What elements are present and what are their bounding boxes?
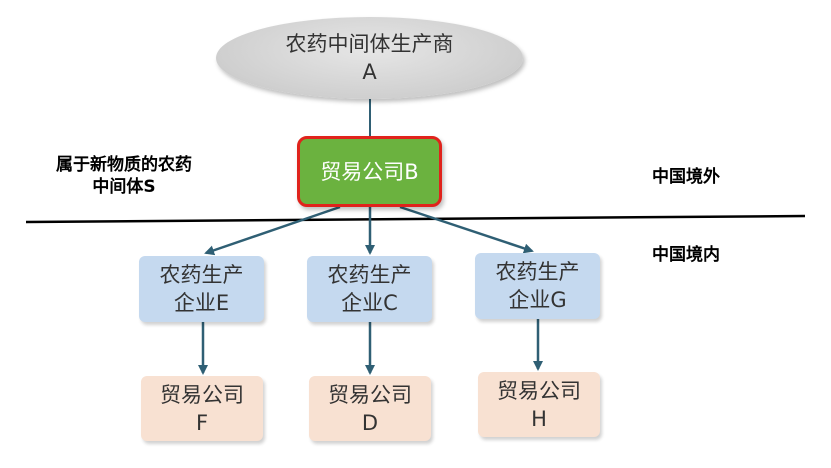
trader-h-line2: H <box>531 406 547 431</box>
intermediate-producer-a-node: 农药中间体生产商 A <box>216 17 523 99</box>
region-outside-china-label: 中国境外 <box>652 167 720 187</box>
trader-f-line1: 贸易公司 <box>160 382 244 407</box>
intermediate-s-line2: 中间体S <box>92 177 156 197</box>
arrow-b-to-e <box>204 205 341 256</box>
trader-h-node: 贸易公司 H <box>478 372 600 437</box>
intermediate-s-label: 属于新物质的农药 中间体S <box>24 154 224 198</box>
trader-d-node: 贸易公司 D <box>309 376 431 441</box>
arrow-b-to-g <box>399 205 534 254</box>
producer-g-node: 农药生产 企业G <box>475 253 600 319</box>
producer-e-line1: 农药生产 <box>159 263 244 287</box>
producer-g-line2: 企业G <box>508 288 567 312</box>
producer-c-line2: 企业C <box>341 291 398 315</box>
producer-c-line1: 农药生产 <box>327 263 412 287</box>
node-a-line2: A <box>362 60 377 84</box>
producer-e-node: 农药生产 企业E <box>139 256 264 322</box>
trader-d-line2: D <box>361 410 379 435</box>
trader-h-line1: 贸易公司 <box>497 378 581 403</box>
trader-f-node: 贸易公司 F <box>141 376 263 441</box>
border-divider-line <box>25 214 806 224</box>
region-inside-china-label: 中国境内 <box>652 245 720 265</box>
trader-d-line1: 贸易公司 <box>328 382 412 407</box>
node-b-label: 贸易公司B <box>320 159 419 184</box>
producer-c-node: 农药生产 企业C <box>307 256 432 322</box>
node-a-line1: 农药中间体生产商 <box>285 32 454 56</box>
producer-g-line1: 农药生产 <box>495 260 580 284</box>
trader-f-line2: F <box>195 410 209 435</box>
producer-e-line2: 企业E <box>173 291 230 315</box>
trader-b-node: 贸易公司B <box>297 136 442 207</box>
intermediate-s-line1: 属于新物质的农药 <box>56 155 192 175</box>
